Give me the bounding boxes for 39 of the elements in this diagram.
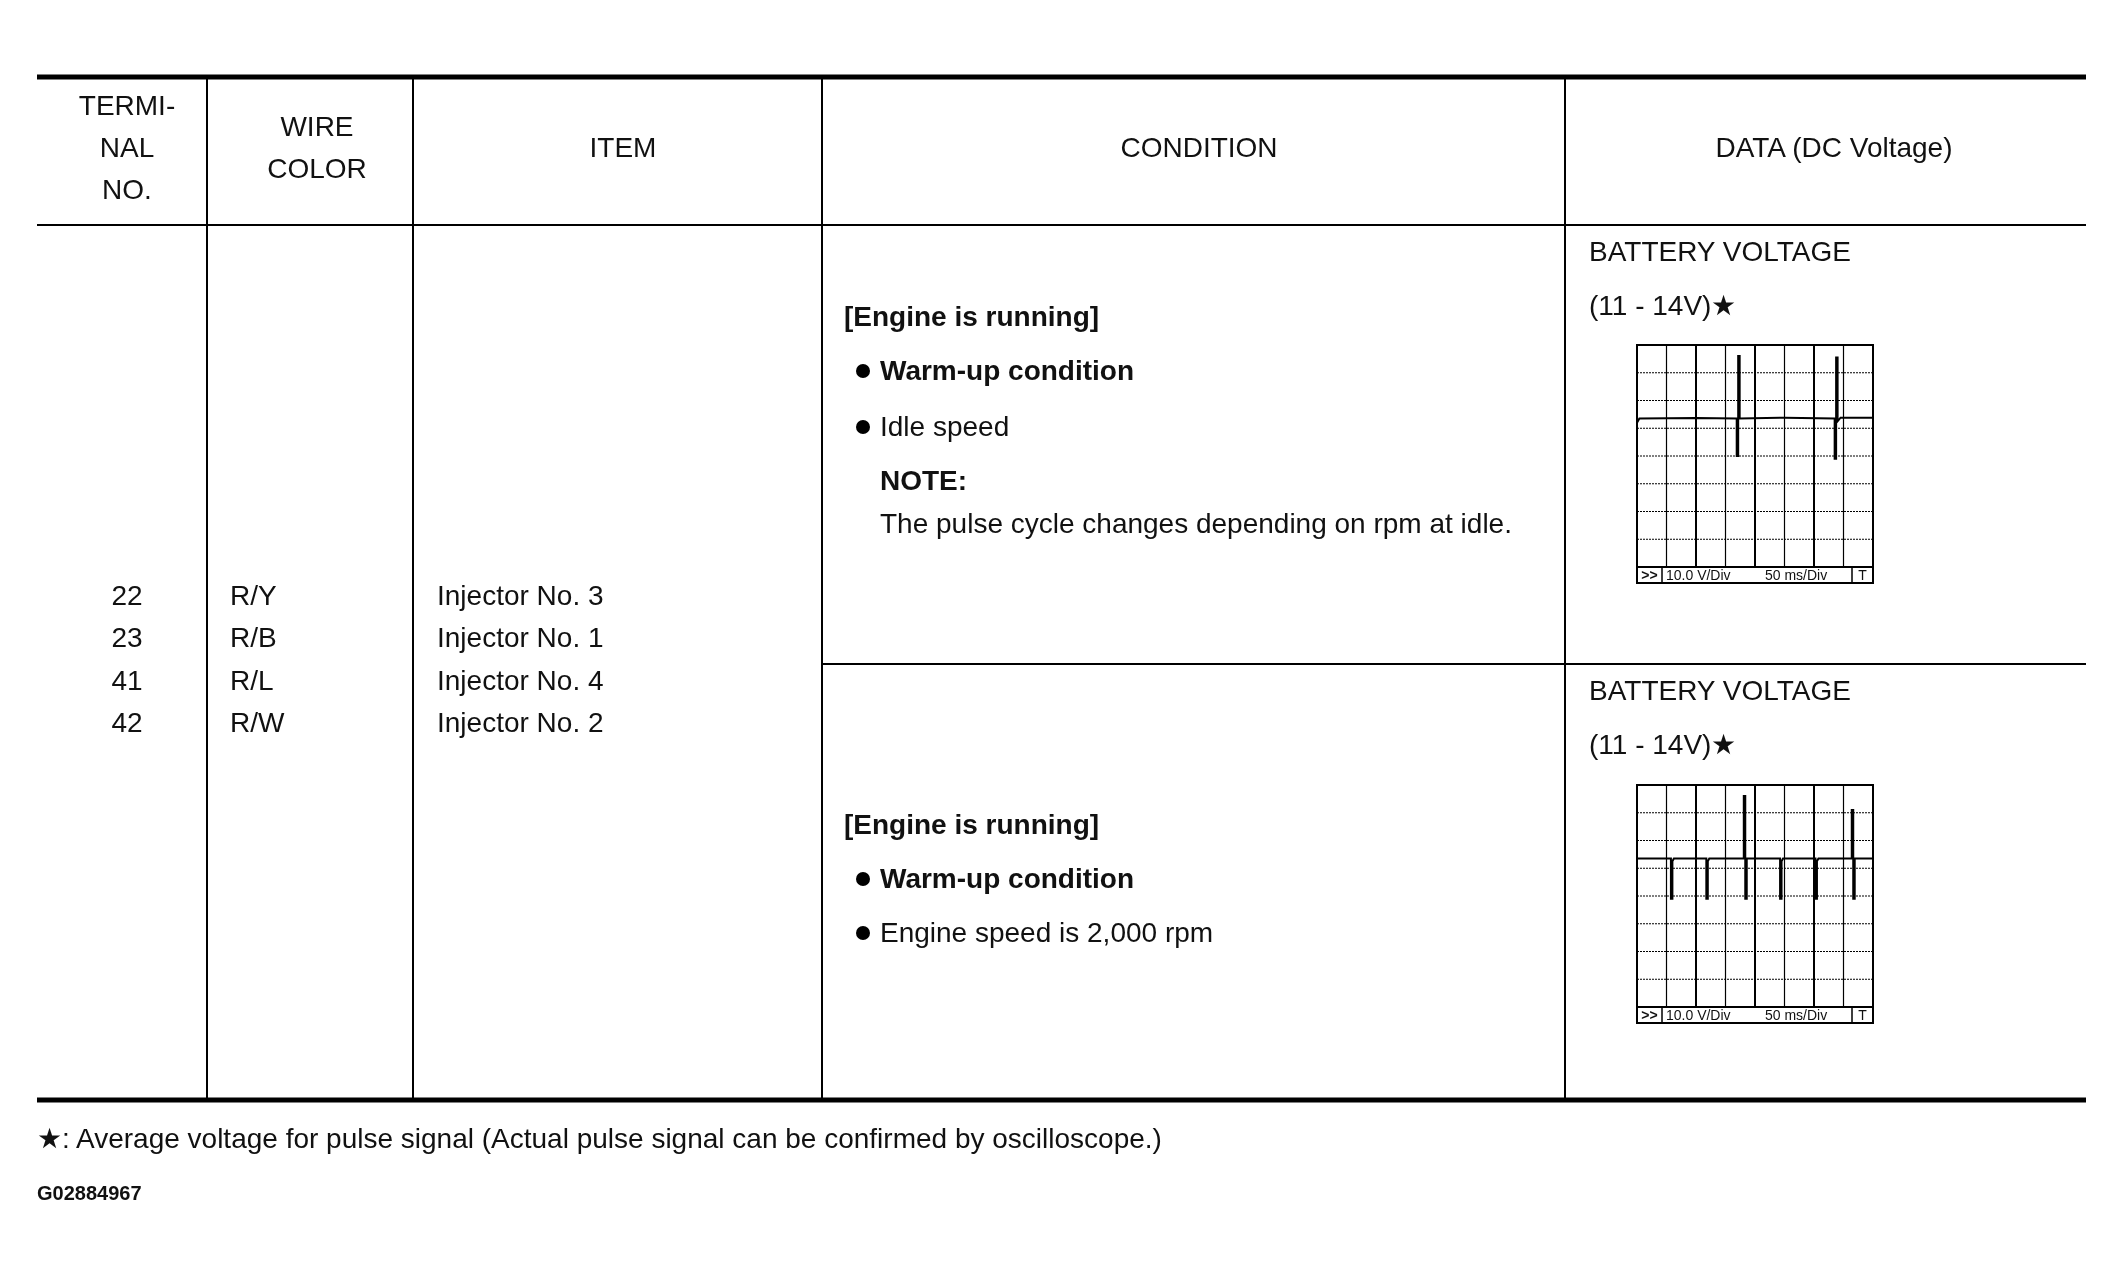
footnote: ★: Average voltage for pulse signal (Actual pulse signal can be confirmed by oscilloscope.) xyxy=(37,1122,1162,1156)
scale-label: T xyxy=(1858,1007,1867,1023)
condition-item: Warm-up condition xyxy=(880,354,1135,388)
data-value: BATTERY VOLTAGE xyxy=(1589,235,1851,269)
scale-label: 50 ms/Div xyxy=(1765,1007,1828,1023)
item-name: Injector No. 3 xyxy=(437,579,604,613)
wire-color-code: R/B xyxy=(230,621,277,655)
wire-color-code: R/W xyxy=(230,706,285,740)
note-heading: NOTE: xyxy=(880,464,968,498)
condition-item: Idle speed xyxy=(880,410,1010,444)
data-value: (11 - 14V)★ xyxy=(1589,728,1737,762)
wire-color-code: R/Y xyxy=(230,579,277,613)
condition-item: Engine speed is 2,000 rpm xyxy=(880,916,1214,950)
column-heading: CONDITION xyxy=(1120,131,1278,165)
terminal-number: 42 xyxy=(111,706,143,740)
column-heading: DATA (DC Voltage) xyxy=(1715,131,1953,165)
scale-label: 10.0 V/Div xyxy=(1666,567,1731,583)
column-heading: WIRE COLOR xyxy=(267,110,367,186)
column-heading: ITEM xyxy=(589,131,657,165)
condition-heading: [Engine is running] xyxy=(844,300,1100,334)
condition-heading: [Engine is running] xyxy=(844,808,1100,842)
scale-label: 50 ms/Div xyxy=(1765,567,1828,583)
scale-label: 10.0 V/Div xyxy=(1666,1007,1731,1023)
terminal-number: 41 xyxy=(111,664,143,698)
item-name: Injector No. 4 xyxy=(437,664,604,698)
data-value: BATTERY VOLTAGE xyxy=(1589,674,1851,708)
item-name: Injector No. 1 xyxy=(437,621,604,655)
column-heading: TERMI- NAL NO. xyxy=(78,89,176,207)
figure-code: G02884967 xyxy=(37,1181,142,1206)
scale-label: >> xyxy=(1641,567,1658,583)
scale-label: T xyxy=(1858,567,1867,583)
note-text: The pulse cycle changes depending on rpm at idle. xyxy=(880,507,1513,541)
terminal-number: 23 xyxy=(111,621,143,655)
scale-label: >> xyxy=(1641,1007,1658,1023)
terminal-number: 22 xyxy=(111,579,143,613)
wire-color-code: R/L xyxy=(230,664,274,698)
item-name: Injector No. 2 xyxy=(437,706,604,740)
data-value: (11 - 14V)★ xyxy=(1589,289,1737,323)
condition-item: Warm-up condition xyxy=(880,862,1135,896)
